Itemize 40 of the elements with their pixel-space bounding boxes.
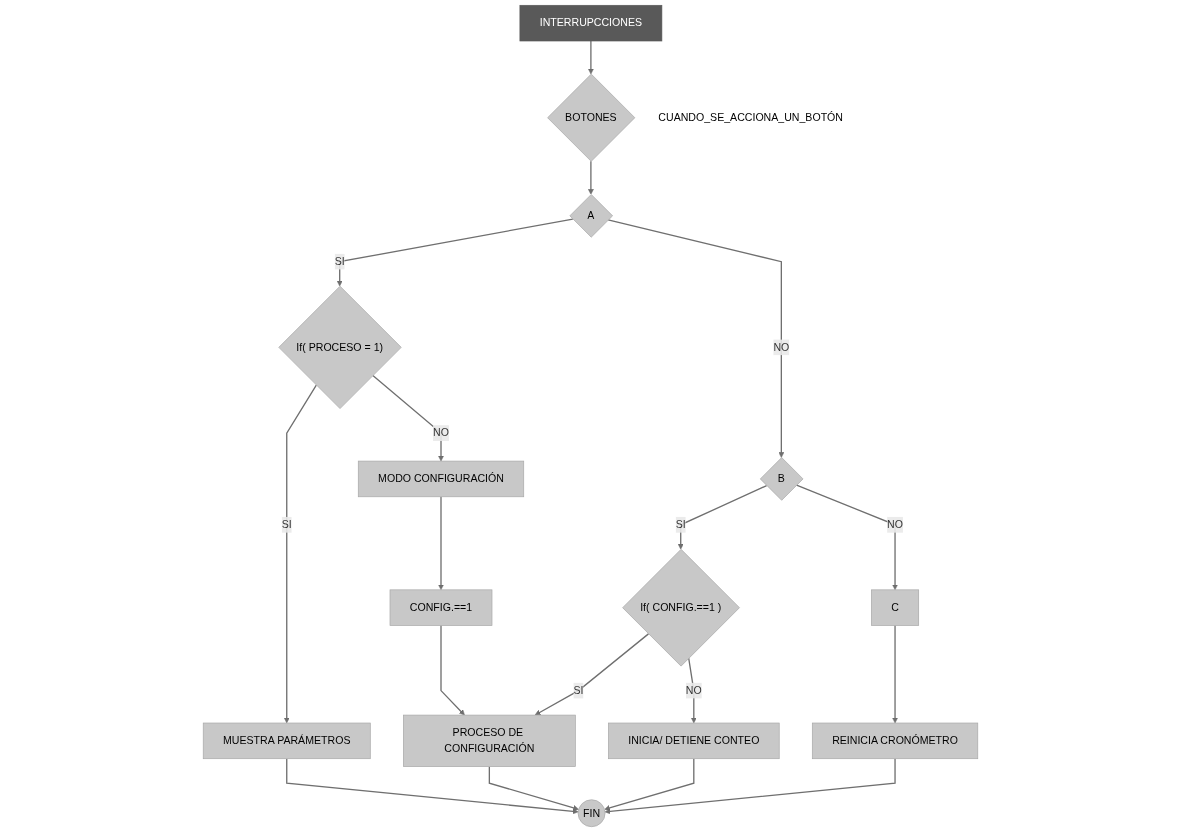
node-circle: FIN (577, 799, 606, 828)
arrow (688, 657, 697, 724)
node-box: C (871, 589, 920, 626)
arrow (588, 40, 594, 75)
arrow (440, 624, 465, 716)
edge-label: NO (433, 427, 449, 439)
node-box: INICIA/ DETIENE CONTEO (608, 722, 780, 760)
edge-label: SI (573, 684, 584, 696)
node-label: CUANDO_SE_ACCIONA_UN_BOTÓN (658, 111, 843, 124)
node-diamond: BOTONES (547, 73, 636, 162)
arrow (488, 766, 579, 811)
edge-label: SI (281, 518, 292, 531)
arrow (372, 374, 444, 462)
arrow (677, 484, 768, 550)
arrow (588, 160, 594, 195)
node-box: MODO CONFIGURACIÓN (357, 460, 525, 498)
node-diamond: If( CONFIG.==1 ) (622, 548, 740, 667)
node-box: MUESTRA PARÁMETROS (202, 722, 371, 760)
arrow (795, 484, 898, 591)
arrow (336, 218, 574, 287)
node-diamond: A (569, 194, 613, 238)
edge-label: SI (675, 518, 686, 531)
arrow (607, 219, 785, 458)
arrow (892, 624, 898, 724)
arrow (604, 758, 695, 811)
arrow (534, 633, 650, 716)
arrow (283, 384, 317, 724)
edge-label: NO (887, 518, 903, 531)
arrow (438, 496, 444, 591)
node-diamond: B (759, 457, 804, 501)
edge-label: NO (685, 684, 702, 696)
node-box: REINICIA CRONÓMETRO (811, 722, 979, 760)
node-box: INTERRUPCCIONES (519, 4, 663, 42)
arrow (286, 758, 579, 815)
node-box: PROCESO DE CONFIGURACIÓN (403, 714, 576, 767)
edge-label: NO (773, 341, 790, 353)
node-box: CONFIG.==1 (389, 589, 493, 626)
edge-label: SI (334, 255, 345, 267)
node-diamond: If( PROCESO = 1) (278, 285, 402, 409)
arrow (604, 758, 896, 815)
